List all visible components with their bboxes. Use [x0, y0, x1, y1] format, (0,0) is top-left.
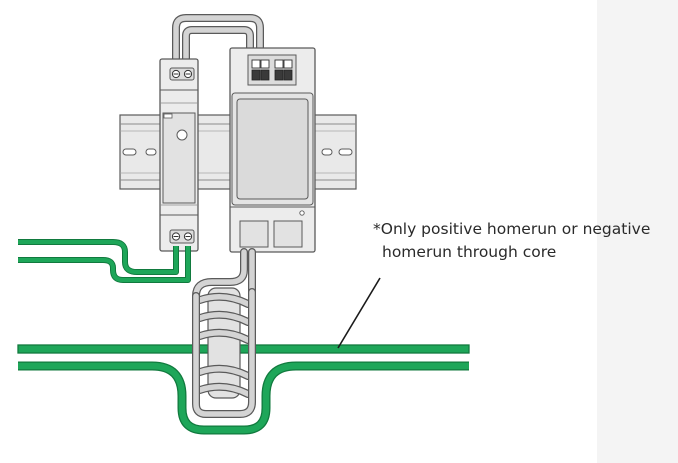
- meter-bottom-terminals: [169, 229, 195, 244]
- meter-top-terminals: [169, 67, 195, 81]
- current-transformer-module-icon: [229, 47, 316, 253]
- ct-top-terminal-block: [247, 54, 297, 86]
- ferrite-core-icon: [192, 287, 256, 418]
- homerun-note-line-1: *Only positive homerun or negative: [373, 220, 651, 238]
- callout-leader-line: [337, 277, 381, 349]
- meter-to-line-wires: [18, 239, 191, 283]
- signal-cable: [172, 14, 264, 66]
- homerun-wire-through-core: [18, 361, 469, 435]
- homerun-note: *Only positive homerun or negative homer…: [373, 218, 673, 264]
- side-panel-background: [597, 0, 678, 463]
- ct-lead-cable: [192, 248, 256, 300]
- din-rail-meter-icon: [159, 58, 199, 252]
- main-green-line: [17, 344, 470, 354]
- homerun-note-line-2: homerun through core: [382, 243, 557, 261]
